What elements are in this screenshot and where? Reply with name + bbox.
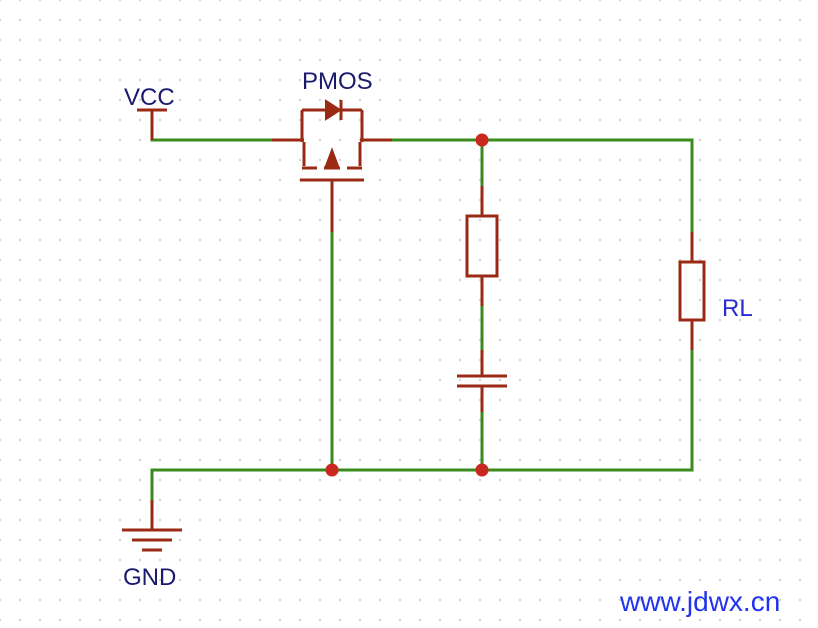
rl-label: RL [722, 295, 753, 322]
capacitor [457, 350, 507, 412]
gnd-label: GND [123, 564, 176, 591]
series-resistor [465, 186, 499, 306]
junction-bottom-middle [475, 463, 489, 477]
pmos-arrow-icon [324, 147, 340, 167]
ground-symbol [122, 500, 182, 552]
pmos-label: PMOS [302, 68, 373, 95]
wires [150, 138, 694, 502]
body-diode-icon [325, 99, 342, 121]
junction-top [475, 133, 489, 147]
vcc-symbol [137, 108, 167, 140]
load-resistor-rl [678, 232, 706, 350]
junction-bottom-left [325, 463, 339, 477]
junctions [325, 133, 489, 477]
vcc-label: VCC [124, 84, 175, 111]
watermark-text: www.jdwx.cn [619, 586, 780, 617]
pmos-transistor [272, 99, 392, 232]
